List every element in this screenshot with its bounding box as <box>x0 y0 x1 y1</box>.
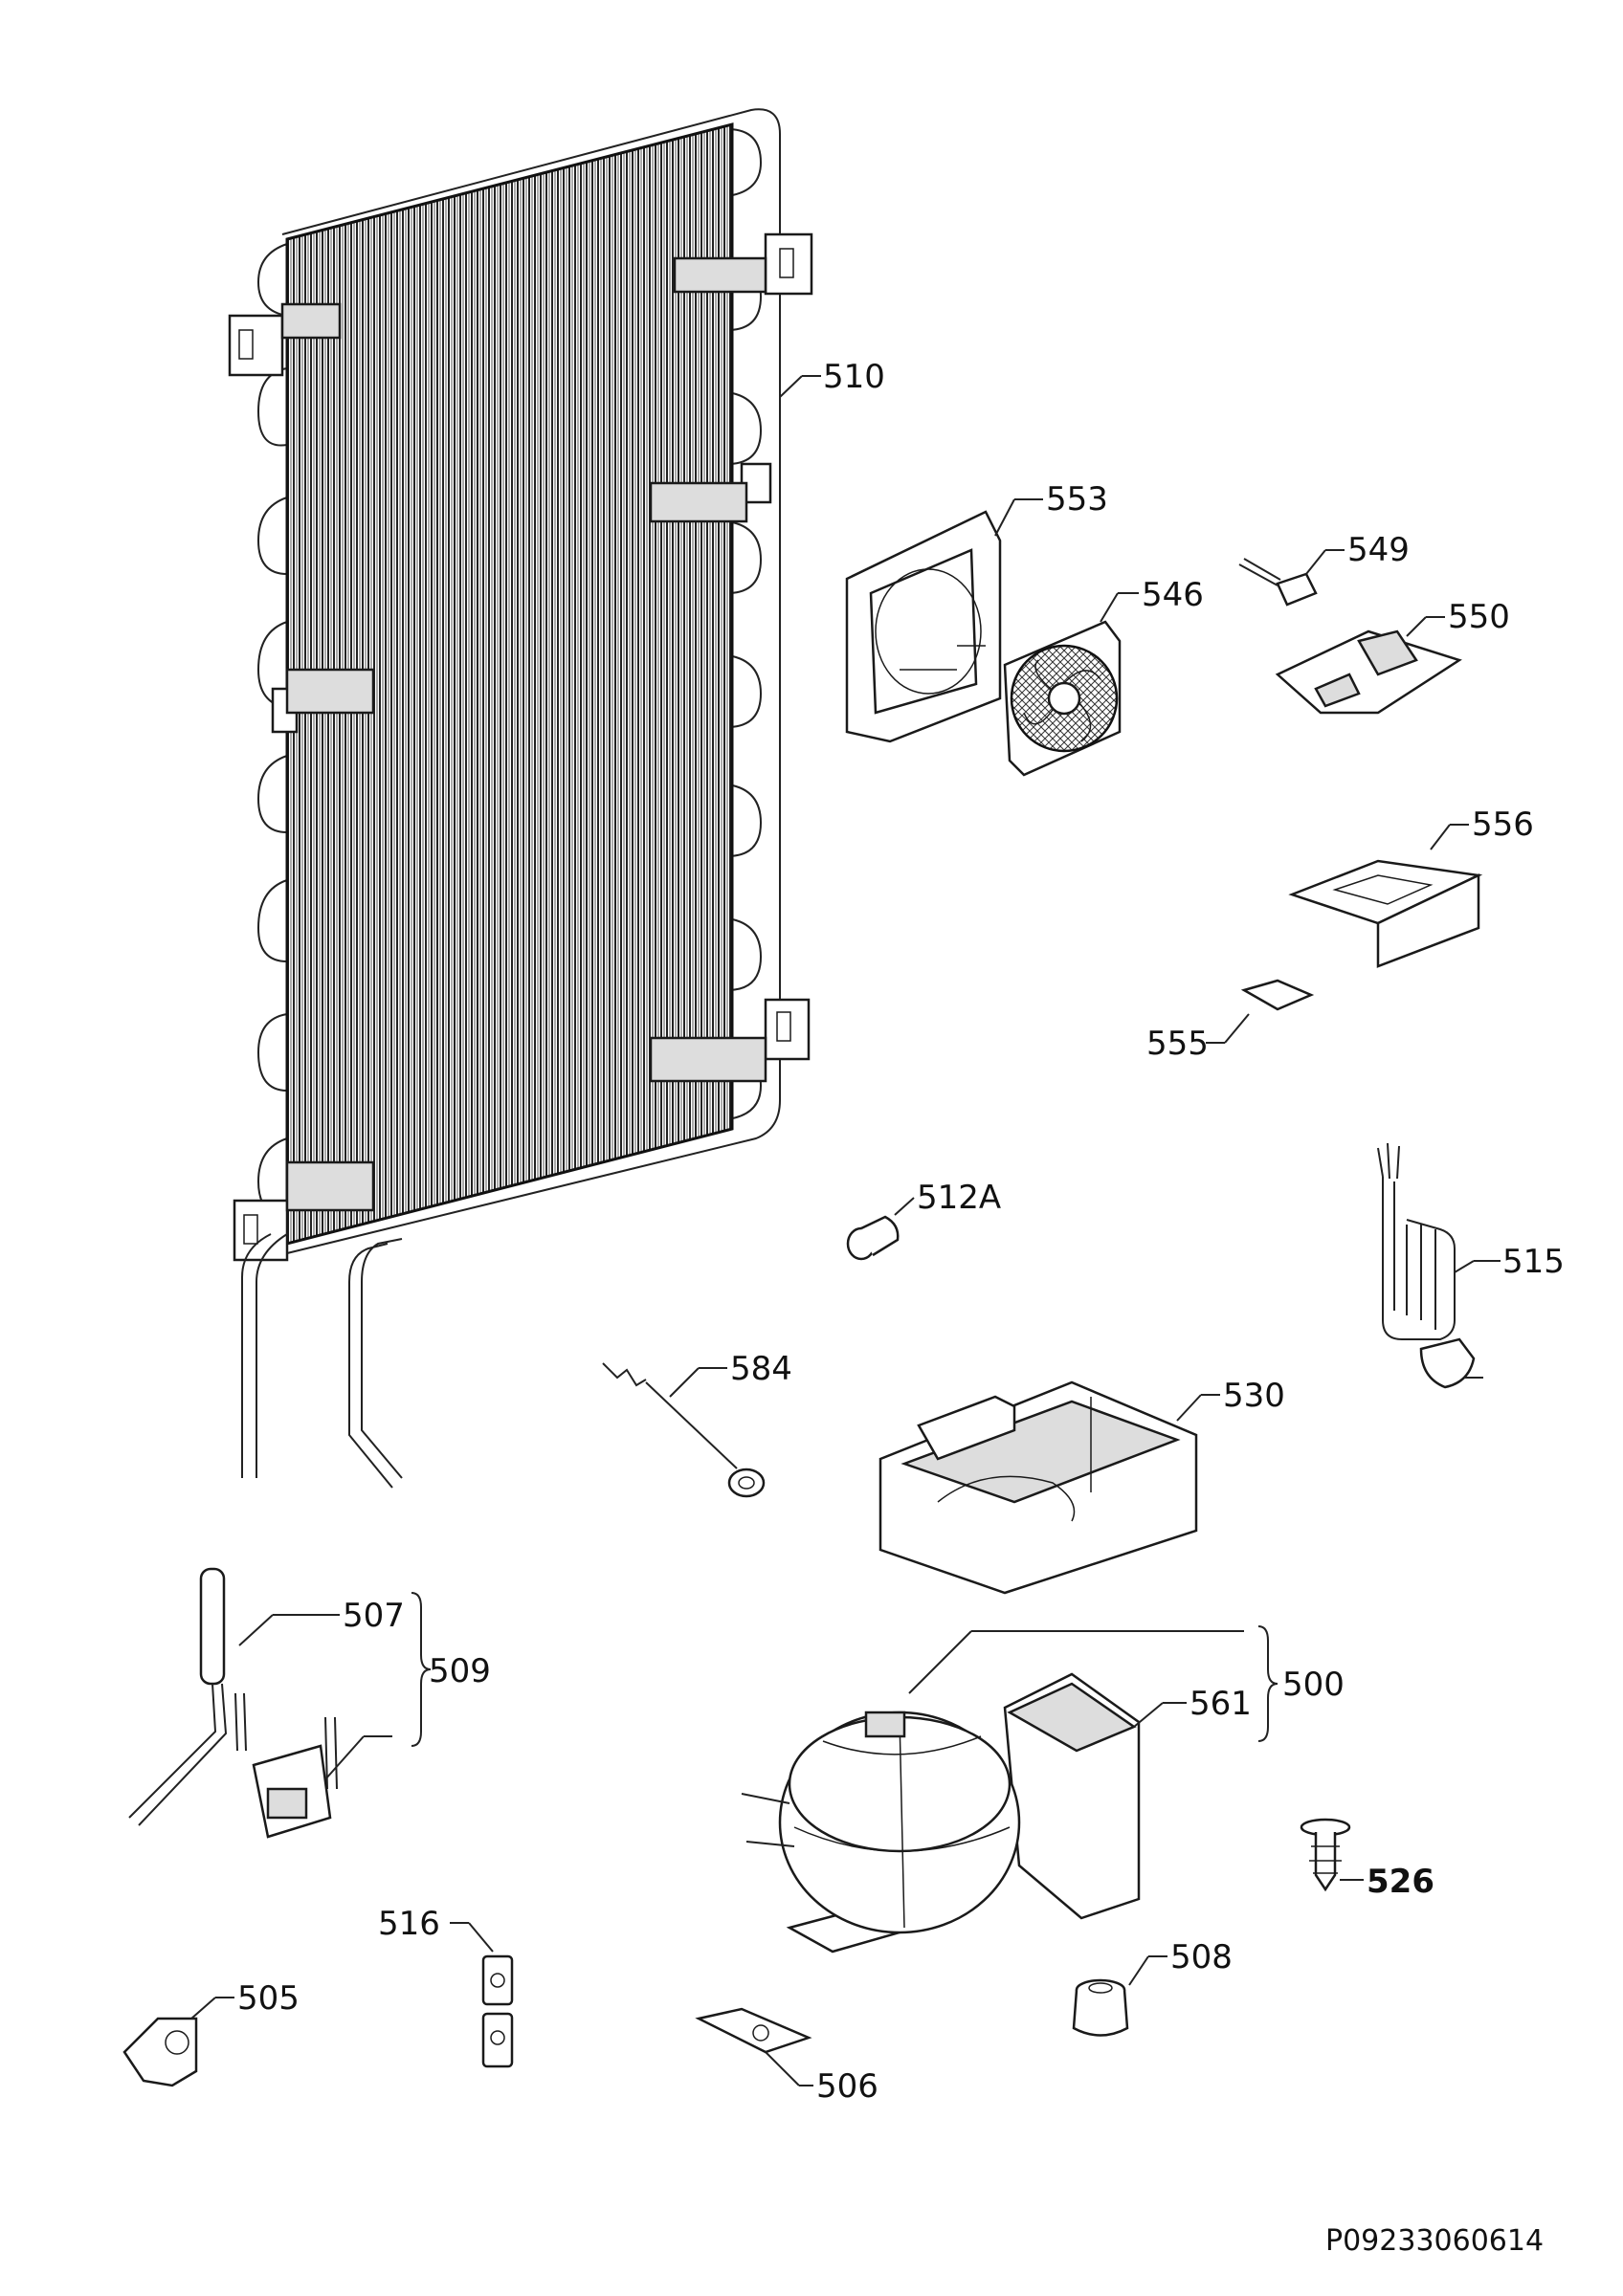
label-505: 505 <box>237 1979 300 2018</box>
label-508: 508 <box>1170 1938 1233 1976</box>
probe-part <box>602 1362 766 1498</box>
bracket-part <box>122 1997 234 2087</box>
label-510: 510 <box>823 358 885 396</box>
label-555: 555 <box>1146 1025 1209 1063</box>
filter-assembly-part <box>128 1567 432 1839</box>
label-526: 526 <box>1367 1863 1434 1901</box>
fan-cowl-part <box>845 498 1043 743</box>
pad-part <box>1206 979 1315 1044</box>
label-506: 506 <box>816 2067 878 2106</box>
control-box-part <box>1275 616 1462 715</box>
heater-part <box>1377 1142 1501 1389</box>
label-546: 546 <box>1142 576 1204 614</box>
label-509: 509 <box>429 1652 491 1690</box>
fan-part <box>1003 592 1139 777</box>
mounting-plate-part <box>695 2007 813 2086</box>
rubber-foot-part <box>1072 1955 1167 2037</box>
label-556: 556 <box>1472 806 1534 844</box>
label-507: 507 <box>343 1597 405 1635</box>
label-549: 549 <box>1347 531 1410 569</box>
cap-part <box>846 1197 915 1261</box>
compressor-part <box>741 1625 1278 1954</box>
label-500: 500 <box>1282 1666 1345 1704</box>
condenser-part <box>228 108 821 1489</box>
label-553: 553 <box>1046 480 1108 519</box>
drawing-code: P09233060614 <box>1325 2224 1544 2258</box>
label-512a: 512A <box>917 1179 1001 1217</box>
compressor-tray-part <box>878 1380 1220 1595</box>
label-515: 515 <box>1502 1243 1565 1281</box>
sensor-part <box>1238 549 1345 607</box>
grommet-part <box>1300 1818 1364 1892</box>
label-516: 516 <box>378 1905 440 1943</box>
label-584: 584 <box>730 1350 792 1388</box>
tray-part <box>1288 824 1483 968</box>
clip-part <box>450 1922 514 2068</box>
label-530: 530 <box>1223 1377 1285 1415</box>
label-561: 561 <box>1189 1685 1252 1723</box>
label-550: 550 <box>1448 598 1510 636</box>
